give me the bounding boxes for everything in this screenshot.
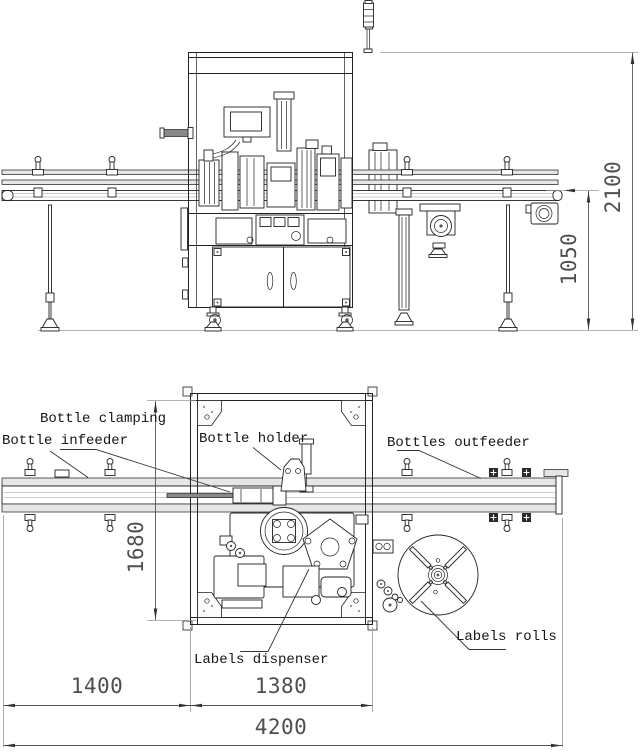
labeling-mechanism-front bbox=[198, 91, 353, 211]
label-bottles-outfeeder: Bottles outfeeder bbox=[387, 435, 530, 451]
leader-labels-dispenser bbox=[240, 568, 310, 652]
equipment-shelf bbox=[215, 214, 347, 246]
leader-labels-rolls bbox=[420, 600, 506, 650]
end-drive-bracket bbox=[525, 202, 559, 225]
mount-screws bbox=[489, 468, 531, 522]
beacon-light bbox=[363, 2, 374, 28]
door-handle-left bbox=[266, 272, 274, 290]
dimension-overall-height bbox=[380, 52, 638, 330]
cabinet-foot-left bbox=[204, 306, 222, 332]
rail-clamps-plan bbox=[24, 458, 531, 532]
door-handle-right bbox=[290, 272, 297, 290]
dim-text-1680: 1680 bbox=[124, 520, 148, 574]
label-web-rollers bbox=[376, 579, 403, 613]
dim-text-2100: 2100 bbox=[601, 160, 625, 214]
bottle-turret bbox=[260, 507, 308, 555]
dim-text-1050: 1050 bbox=[557, 232, 581, 286]
leader-lines bbox=[49, 447, 506, 652]
hmi-arm bbox=[211, 141, 241, 159]
sensor-box bbox=[54, 469, 70, 478]
conveyor-motor bbox=[419, 203, 461, 258]
pedestal-leg bbox=[394, 208, 414, 326]
conveyor-leg-right bbox=[498, 204, 518, 332]
leader-bottle-holder bbox=[252, 447, 282, 471]
label-labels-dispenser: Labels dispenser bbox=[194, 652, 329, 668]
signal-tower bbox=[363, 0, 374, 53]
front-elevation-view bbox=[1, 0, 638, 332]
bottle-holder bbox=[280, 438, 314, 493]
label-bottle-infeeder: Bottle infeeder bbox=[2, 433, 129, 449]
cabinet-doors bbox=[212, 246, 351, 308]
label-dispenser-plate bbox=[302, 518, 358, 570]
dispenser-stand bbox=[368, 142, 398, 214]
dimension-frame-depth bbox=[147, 400, 196, 621]
rail-clamps-front bbox=[32, 156, 513, 198]
cabinet-foot-right bbox=[336, 306, 354, 332]
dim-text-1380: 1380 bbox=[254, 674, 308, 698]
dimension-conveyor-height bbox=[546, 188, 599, 330]
hmi-panel bbox=[203, 106, 271, 162]
labels-roll-disc bbox=[397, 534, 479, 616]
label-bottle-clamping: Bottle clamping bbox=[40, 411, 167, 427]
conveyor-leg-left bbox=[40, 204, 60, 332]
leader-bottles-outfeeder bbox=[397, 450, 482, 479]
door-corner-plates bbox=[213, 248, 350, 307]
label-labels-rolls: Labels rolls bbox=[456, 629, 557, 645]
corner-plates bbox=[197, 400, 366, 618]
leader-bottle-clamping bbox=[60, 449, 231, 493]
side-handle bbox=[161, 129, 190, 137]
dispenser-components bbox=[219, 514, 394, 609]
bottle-clamping-cylinder bbox=[166, 485, 287, 506]
dim-text-4200: 4200 bbox=[254, 715, 308, 739]
dimension-bottom bbox=[3, 515, 563, 748]
dim-text-1400: 1400 bbox=[70, 674, 124, 698]
leader-bottle-infeeder bbox=[49, 450, 89, 478]
machine-cabinet bbox=[159, 52, 354, 332]
plan-view bbox=[1, 386, 569, 748]
label-bottle-holder: Bottle holder bbox=[199, 431, 309, 447]
